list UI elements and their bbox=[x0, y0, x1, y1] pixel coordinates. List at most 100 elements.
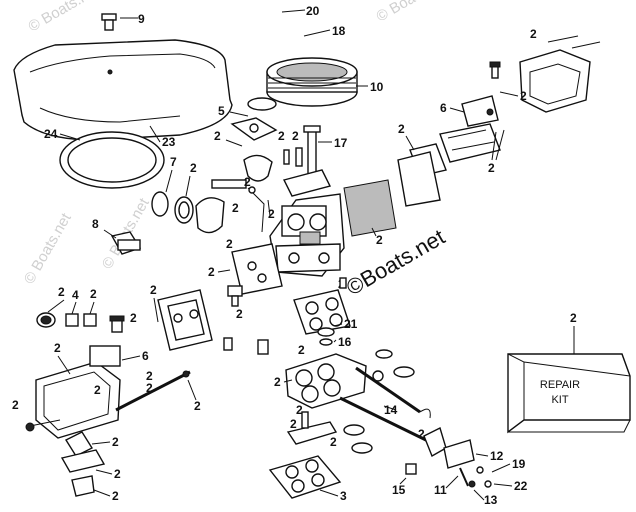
nut-15 bbox=[405, 463, 417, 475]
callout-6-upper: 6 bbox=[440, 101, 447, 115]
callout-2-housing-c: 2 bbox=[146, 381, 153, 395]
callout-21: 21 bbox=[344, 317, 358, 331]
callout-2-jet: 2 bbox=[130, 311, 137, 325]
jet-fitting bbox=[109, 315, 125, 333]
callout-12: 12 bbox=[490, 449, 504, 463]
idle-screw-17 bbox=[303, 125, 321, 175]
callout-2-metering: 2 bbox=[376, 233, 383, 247]
callout-2-arm-b: 2 bbox=[290, 417, 297, 431]
callout-2-pulloff: 2 bbox=[214, 129, 221, 143]
spacer-21 bbox=[317, 327, 335, 337]
callout-2-sec-gasket: 2 bbox=[226, 237, 233, 251]
repair-kit-box bbox=[507, 353, 631, 434]
callout-2-diaph-a: 2 bbox=[112, 435, 119, 449]
callout-2-housing-d: 2 bbox=[94, 383, 101, 397]
repair-kit-label-2: KIT bbox=[551, 394, 568, 406]
pump-housing bbox=[195, 179, 247, 234]
callout-2-throttle-b: 2 bbox=[274, 375, 281, 389]
throttle-plates bbox=[343, 349, 415, 454]
callout-4: 4 bbox=[72, 288, 79, 302]
secondary-housing bbox=[35, 345, 121, 439]
throttle-shaft-upper bbox=[355, 366, 431, 419]
brand-watermark: ©Boats.net bbox=[342, 224, 449, 300]
callout-2-left-b: 2 bbox=[90, 287, 97, 301]
callout-2-bolt: 2 bbox=[12, 398, 19, 412]
watermark-left-mid: © Boats.net bbox=[21, 210, 75, 287]
callout-14: 14 bbox=[384, 403, 398, 417]
callout-2-needle: 2 bbox=[236, 307, 243, 321]
callout-2-float: 2 bbox=[398, 122, 405, 136]
callout-2-top-b: 2 bbox=[292, 129, 299, 143]
pump-rod bbox=[115, 370, 191, 412]
plug-fittings bbox=[36, 312, 97, 328]
callout-2-housing-b: 2 bbox=[146, 369, 153, 383]
callout-13: 13 bbox=[484, 493, 498, 507]
callout-3: 3 bbox=[340, 489, 347, 503]
callout-2-pump-c: 2 bbox=[244, 175, 251, 189]
callout-22: 22 bbox=[514, 479, 528, 493]
carburetor-body bbox=[269, 193, 345, 277]
air-cleaner-gasket bbox=[59, 131, 165, 189]
callout-2-top-a: 2 bbox=[278, 129, 285, 143]
needle-seat bbox=[461, 95, 499, 127]
callout-2-vent-a: 2 bbox=[530, 27, 537, 41]
float-assembly bbox=[409, 123, 501, 177]
choke-pulloff bbox=[230, 97, 278, 182]
metering-gasket bbox=[343, 179, 397, 237]
throttle-plate-assembly bbox=[285, 353, 367, 409]
callout-23: 23 bbox=[162, 135, 176, 149]
repair-kit-label-1: REPAIR bbox=[540, 379, 580, 391]
air-cleaner-cover bbox=[13, 39, 233, 141]
callout-6-lower: 6 bbox=[142, 349, 149, 363]
callout-11: 11 bbox=[434, 483, 447, 497]
callout-2-kit: 2 bbox=[570, 311, 577, 325]
base-gasket-upper bbox=[293, 289, 351, 335]
gasket-plate bbox=[282, 169, 332, 197]
callout-7: 7 bbox=[170, 155, 177, 169]
callout-2-vent-b: 2 bbox=[520, 89, 527, 103]
flame-arrestor bbox=[266, 57, 358, 107]
callout-16: 16 bbox=[338, 335, 352, 349]
bolt-left bbox=[25, 419, 61, 432]
secondary-gasket bbox=[231, 243, 283, 295]
throttle-shaft-lower bbox=[339, 396, 447, 458]
callout-2-throttle-c: 2 bbox=[296, 403, 303, 417]
callout-19: 19 bbox=[512, 457, 526, 471]
callout-5: 5 bbox=[218, 104, 225, 118]
callout-20: 20 bbox=[306, 4, 320, 18]
small-screw-1 bbox=[489, 61, 501, 79]
callout-2-sec-metering: 2 bbox=[150, 283, 157, 297]
callout-17: 17 bbox=[334, 136, 348, 150]
choke-thermostat bbox=[110, 231, 142, 255]
callout-2-housing: 2 bbox=[54, 341, 61, 355]
fuel-hose bbox=[259, 7, 303, 45]
pump-diaphragm bbox=[151, 191, 194, 224]
secondary-metering-block bbox=[157, 289, 213, 351]
callout-2-diaph-b: 2 bbox=[114, 467, 121, 481]
callout-2-sec-b: 2 bbox=[208, 265, 215, 279]
vacuum-diaphragm bbox=[60, 431, 106, 497]
callout-2-body: 2 bbox=[268, 207, 275, 221]
callout-9: 9 bbox=[138, 12, 145, 26]
callout-2-throttle: 2 bbox=[298, 343, 305, 357]
callout-2-pump-b: 2 bbox=[232, 201, 239, 215]
throttle-lever bbox=[443, 439, 475, 487]
callout-8: 8 bbox=[92, 217, 99, 231]
callout-2-shaft: 2 bbox=[418, 427, 425, 441]
callout-24: 24 bbox=[44, 127, 58, 141]
callout-2-left-a: 2 bbox=[58, 285, 65, 299]
watermark-top-left: © Boats.net bbox=[26, 0, 103, 35]
callout-2-float-b: 2 bbox=[488, 161, 495, 175]
callout-10: 10 bbox=[370, 80, 384, 94]
wing-nut bbox=[101, 13, 117, 31]
metering-plate bbox=[397, 151, 441, 207]
needle-valve bbox=[227, 285, 243, 307]
watermark-top-right: © Boats.net bbox=[374, 0, 451, 25]
choke-linkage bbox=[247, 186, 265, 233]
base-gasket-lower bbox=[268, 455, 342, 499]
callout-2-pump: 2 bbox=[190, 161, 197, 175]
spring-16 bbox=[319, 338, 333, 346]
callout-2-diaph-c: 2 bbox=[112, 489, 119, 503]
